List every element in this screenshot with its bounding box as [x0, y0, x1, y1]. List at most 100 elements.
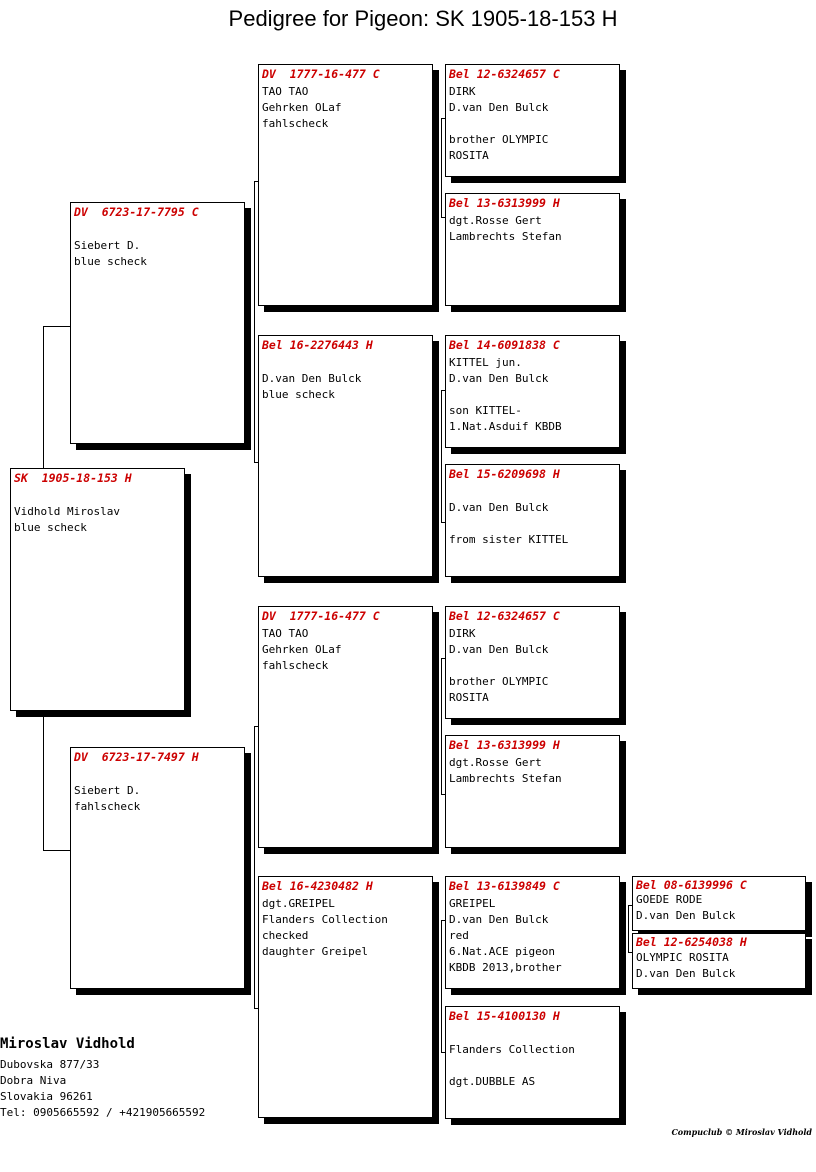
detail-line: daughter Greipel — [262, 945, 368, 958]
pigeon-details: D.van Den Bulck from sister KITTEL — [449, 484, 616, 548]
connector-line — [43, 326, 71, 469]
pigeon-card-sire-dam[interactable]: Bel 16-2276443 H D.van Den Bulck blue sc… — [258, 335, 433, 577]
detail-line: dgt.Rosse Gert — [449, 756, 542, 769]
detail-line: GOEDE RODE — [636, 893, 703, 906]
detail-line: Flanders Collection — [262, 913, 388, 926]
pigeon-card-dd-dam[interactable]: Bel 15-4100130 H Flanders Collection dgt… — [445, 1006, 620, 1119]
detail-line: blue scheck — [14, 521, 87, 534]
pigeon-details: dgt.Rosse Gert Lambrechts Stefan — [449, 213, 616, 245]
detail-line: ROSITA — [449, 691, 489, 704]
ring-number: Bel 12-6324657 C — [449, 67, 560, 81]
pigeon-details: dgt.GREIPEL Flanders Collection checked … — [262, 896, 429, 960]
detail-line — [449, 484, 616, 500]
detail-line: OLYMPIC ROSITA — [636, 951, 729, 964]
pigeon-card-dds-dam[interactable]: Bel 12-6254038 H OLYMPIC ROSITA D.van De… — [632, 933, 806, 989]
detail-line: Flanders Collection — [449, 1043, 575, 1056]
detail-line — [14, 488, 181, 504]
detail-line: brother OLYMPIC — [449, 675, 549, 688]
detail-line: D.van Den Bulck — [262, 372, 362, 385]
ring-number: Bel 16-4230482 H — [262, 879, 373, 893]
ring-number: Bel 15-4100130 H — [449, 1009, 560, 1023]
ring-number: Bel 13-6139849 C — [449, 879, 560, 893]
ring-number: Bel 13-6313999 H — [449, 738, 560, 752]
ring-number: DV 1777-16-477 C — [262, 609, 380, 623]
detail-line: DIRK — [449, 627, 476, 640]
detail-line: DIRK — [449, 85, 476, 98]
ring-number: Bel 16-2276443 H — [262, 338, 373, 352]
detail-line: TAO TAO — [262, 627, 309, 640]
ring-number: DV 1777-16-477 C — [262, 67, 380, 81]
detail-line: from sister KITTEL — [449, 533, 569, 546]
detail-line: dgt.Rosse Gert — [449, 214, 542, 227]
detail-line: dgt.DUBBLE AS — [449, 1075, 536, 1088]
detail-line — [449, 116, 616, 132]
pigeon-details: DIRK D.van Den Bulck brother OLYMPIC ROS… — [449, 626, 616, 706]
detail-line: Siebert D. — [74, 784, 141, 797]
detail-line: dgt.GREIPEL — [262, 897, 335, 910]
detail-line — [449, 658, 616, 674]
detail-line: D.van Den Bulck — [636, 909, 736, 922]
ring-number: Bel 15-6209698 H — [449, 467, 560, 481]
detail-line: red — [449, 929, 469, 942]
detail-line — [449, 516, 616, 532]
detail-line: ROSITA — [449, 149, 489, 162]
pigeon-card-ss-sire[interactable]: Bel 12-6324657 C DIRK D.van Den Bulck br… — [445, 64, 620, 177]
ring-number: Bel 13-6313999 H — [449, 196, 560, 210]
pigeon-card-ds-dam[interactable]: Bel 13-6313999 H dgt.Rosse Gert Lambrech… — [445, 735, 620, 848]
ring-number: SK 1905-18-153 H — [14, 471, 132, 485]
detail-line: TAO TAO — [262, 85, 309, 98]
pigeon-card-dds-sire[interactable]: Bel 08-6139996 C GOEDE RODE D.van Den Bu… — [632, 876, 806, 931]
detail-line: blue scheck — [262, 388, 335, 401]
ring-number: Bel 08-6139996 C — [636, 878, 747, 892]
ring-number: Bel 12-6324657 C — [449, 609, 560, 623]
pigeon-card-sd-sire[interactable]: Bel 14-6091838 C KITTEL jun. D.van Den B… — [445, 335, 620, 448]
owner-address-line: Dobra Niva — [0, 1074, 67, 1087]
pigeon-card-sd-dam[interactable]: Bel 15-6209698 H D.van Den Bulck from si… — [445, 464, 620, 577]
ring-number: Bel 12-6254038 H — [636, 935, 747, 949]
pigeon-card-dam-dam[interactable]: Bel 16-4230482 H dgt.GREIPEL Flanders Co… — [258, 876, 433, 1118]
detail-line: 1.Nat.Asduif KBDB — [449, 420, 562, 433]
pigeon-details: GREIPEL D.van Den Bulck red 6.Nat.ACE pi… — [449, 896, 616, 976]
detail-line: 6.Nat.ACE pigeon — [449, 945, 555, 958]
pigeon-card-ds-sire[interactable]: Bel 12-6324657 C DIRK D.van Den Bulck br… — [445, 606, 620, 719]
pigeon-details: Siebert D. fahlscheck — [74, 767, 241, 815]
detail-line: brother OLYMPIC — [449, 133, 549, 146]
detail-line: blue scheck — [74, 255, 147, 268]
ring-number: Bel 14-6091838 C — [449, 338, 560, 352]
pigeon-card-ss-dam[interactable]: Bel 13-6313999 H dgt.Rosse Gert Lambrech… — [445, 193, 620, 306]
owner-name: Miroslav Vidhold — [0, 1036, 135, 1052]
connector-line — [628, 905, 633, 953]
owner-address-line: Slovakia 96261 — [0, 1090, 93, 1103]
pigeon-card-dam[interactable]: DV 6723-17-7497 H Siebert D. fahlscheck — [70, 747, 245, 989]
pigeon-card-dam-sire[interactable]: DV 1777-16-477 C TAO TAO Gehrken OLaf fa… — [258, 606, 433, 848]
pigeon-details: Siebert D. blue scheck — [74, 222, 241, 270]
pigeon-details: Vidhold Miroslav blue scheck — [14, 488, 181, 536]
detail-line: KBDB 2013,brother — [449, 961, 562, 974]
detail-line: Siebert D. — [74, 239, 141, 252]
detail-line: son KITTEL- — [449, 404, 522, 417]
pigeon-details: TAO TAO Gehrken OLaf fahlscheck — [262, 626, 429, 674]
connector-line — [441, 118, 446, 218]
detail-line — [449, 387, 616, 403]
detail-line — [262, 355, 429, 371]
detail-line: fahlscheck — [262, 117, 329, 130]
pigeon-details: OLYMPIC ROSITA D.van Den Bulck — [636, 950, 802, 982]
pigeon-card-dd-sire[interactable]: Bel 13-6139849 C GREIPEL D.van Den Bulck… — [445, 876, 620, 989]
pigeon-details: DIRK D.van Den Bulck brother OLYMPIC ROS… — [449, 84, 616, 164]
connector-line — [254, 726, 259, 1009]
connector-line — [254, 181, 259, 463]
ring-number: DV 6723-17-7795 C — [74, 205, 199, 219]
owner-address-line: Dubovska 877/33 — [0, 1058, 100, 1071]
detail-line: Gehrken OLaf — [262, 643, 342, 656]
pigeon-details: Flanders Collection dgt.DUBBLE AS — [449, 1026, 616, 1090]
detail-line: fahlscheck — [74, 800, 141, 813]
pigeon-card-sire[interactable]: DV 6723-17-7795 C Siebert D. blue scheck — [70, 202, 245, 444]
pigeon-details: TAO TAO Gehrken OLaf fahlscheck — [262, 84, 429, 132]
pigeon-card-subject[interactable]: SK 1905-18-153 H Vidhold Miroslav blue s… — [10, 468, 185, 711]
page-title: Pedigree for Pigeon: SK 1905-18-153 H — [228, 6, 618, 31]
detail-line: D.van Den Bulck — [449, 372, 549, 385]
pigeon-card-sire-sire[interactable]: DV 1777-16-477 C TAO TAO Gehrken OLaf fa… — [258, 64, 433, 306]
owner-phone: Tel: 0905665592 / +421905665592 — [0, 1106, 206, 1119]
detail-line: Lambrechts Stefan — [449, 772, 562, 785]
pigeon-details: GOEDE RODE D.van Den Bulck — [636, 892, 802, 924]
